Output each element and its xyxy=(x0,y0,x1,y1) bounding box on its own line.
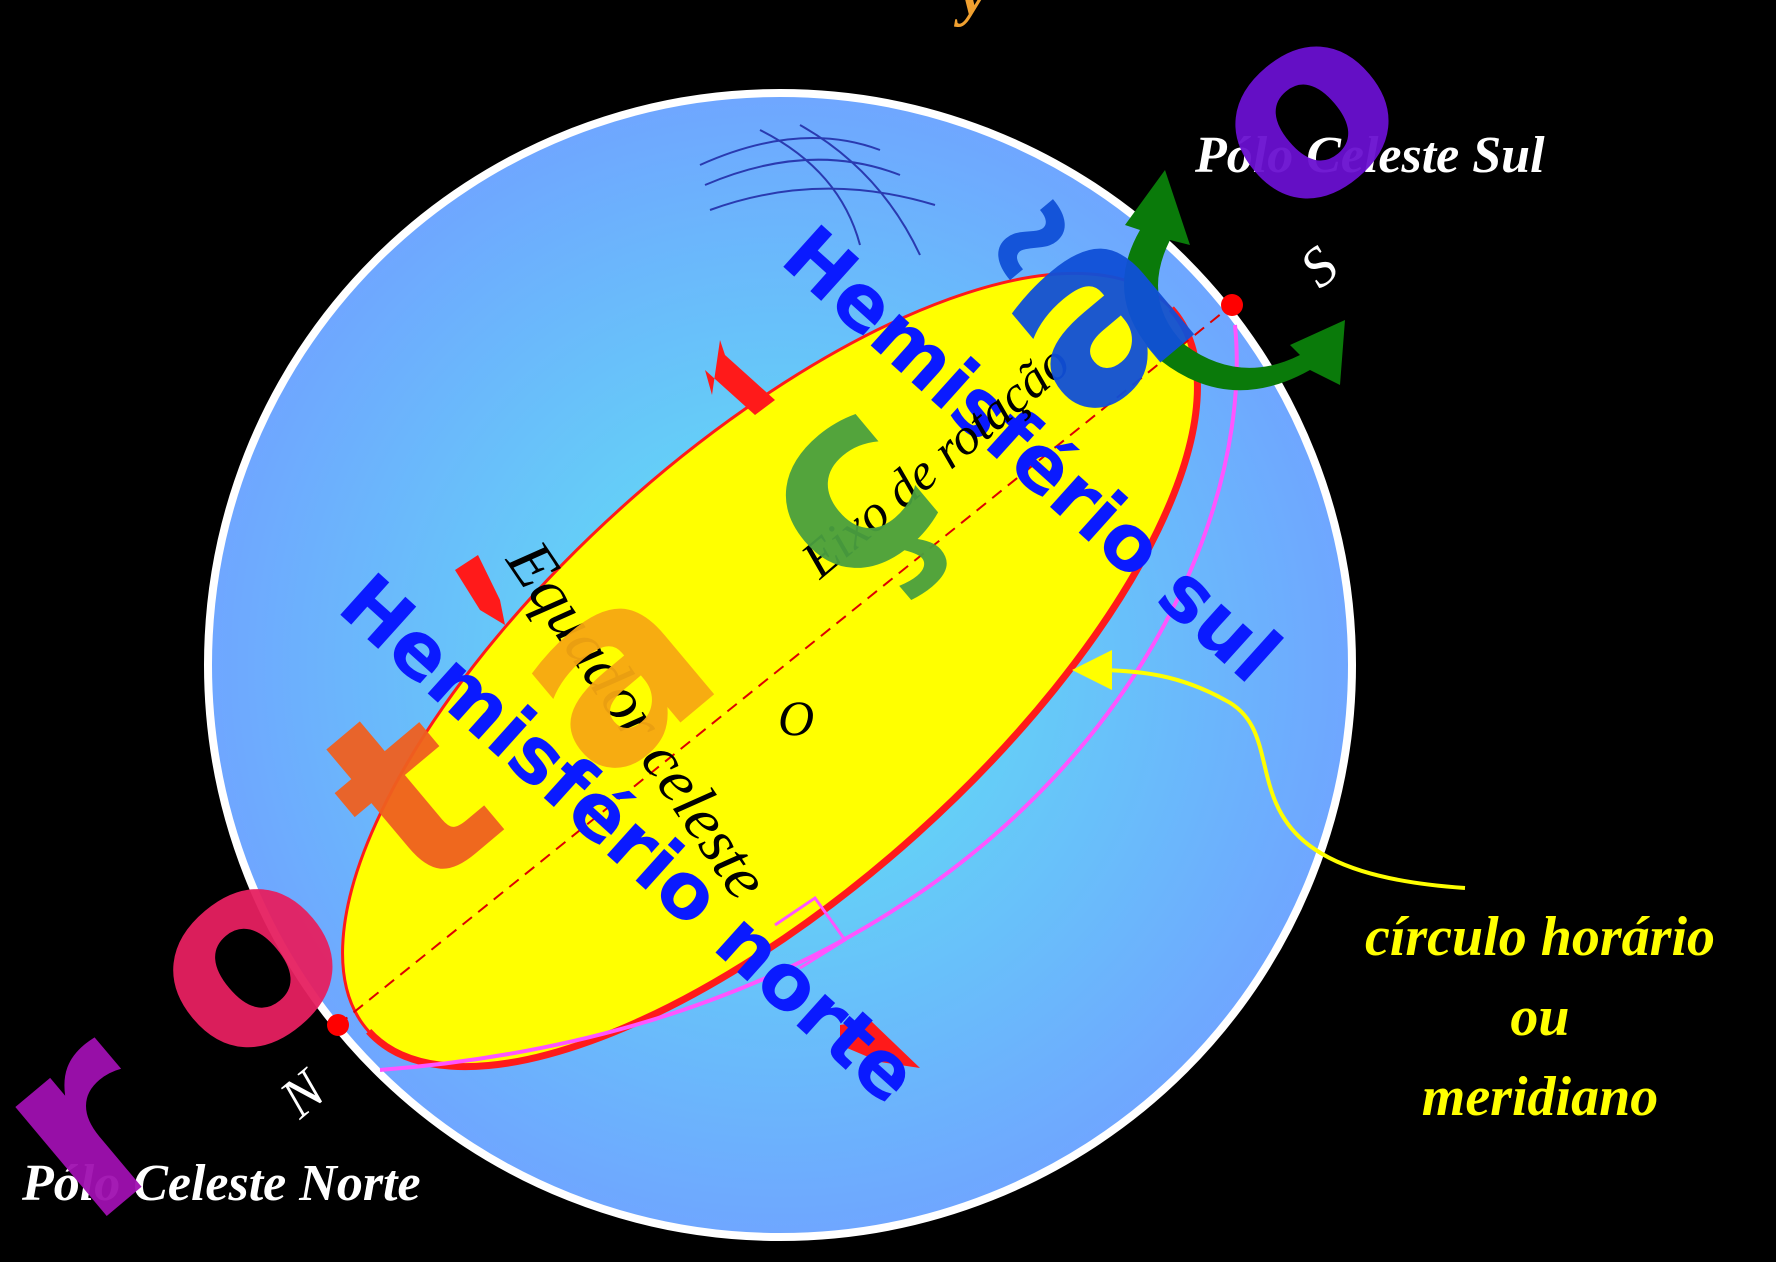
hour-circle-text-line1: círculo horário xyxy=(1365,906,1715,968)
right-angle-mark xyxy=(774,895,848,970)
hour-circle xyxy=(379,324,1239,1072)
north-pole-point xyxy=(327,1014,349,1036)
grid-sketch-icon xyxy=(699,124,936,256)
hour-circle-text-line3: meridiano xyxy=(1422,1066,1658,1128)
hour-circle-callout: círculo horário ou meridiano xyxy=(1365,906,1715,1128)
hour-circle-text-line2: ou xyxy=(1510,986,1569,1048)
rotation-axis xyxy=(337,304,1233,1026)
hour-circle-callout-arrow xyxy=(1072,650,1466,890)
word-letter: o xyxy=(1141,0,1460,275)
south-pole-label: Pólo Celeste Sul xyxy=(1194,127,1545,184)
south-pole-point xyxy=(1221,294,1243,316)
north-pole-label: Pólo Celeste Norte xyxy=(21,1155,421,1212)
title-fragment: y xyxy=(954,0,987,27)
celestial-equator-plane xyxy=(341,271,1201,1071)
center-label: O xyxy=(778,690,814,746)
rotation-arrow-icon xyxy=(1124,170,1345,391)
equator-direction-arrows xyxy=(455,340,920,1068)
